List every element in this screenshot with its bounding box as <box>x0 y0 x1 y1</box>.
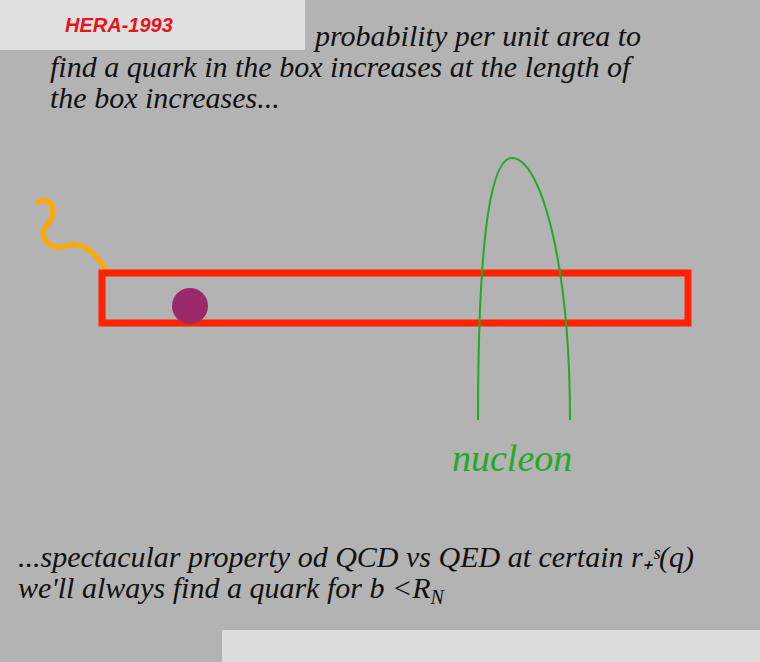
conclusion-note: ...spectacular property od QCD vs QED at… <box>18 541 718 613</box>
tag-text: HERA-1993 <box>65 0 293 50</box>
quark-dot <box>172 288 208 324</box>
cover-patch <box>222 630 760 662</box>
conclusion-text: ...spectacular property od QCD vs QED at… <box>18 540 694 604</box>
heading-note: probability per unit area to find a quar… <box>50 20 655 113</box>
title-tag: HERA-1993 <box>0 0 305 50</box>
nucleon-profile <box>478 158 570 420</box>
photon-wave <box>38 200 106 270</box>
subscript: N <box>431 586 444 608</box>
nucleon-label: nucleon <box>452 436 572 480</box>
probe-box <box>102 273 688 323</box>
